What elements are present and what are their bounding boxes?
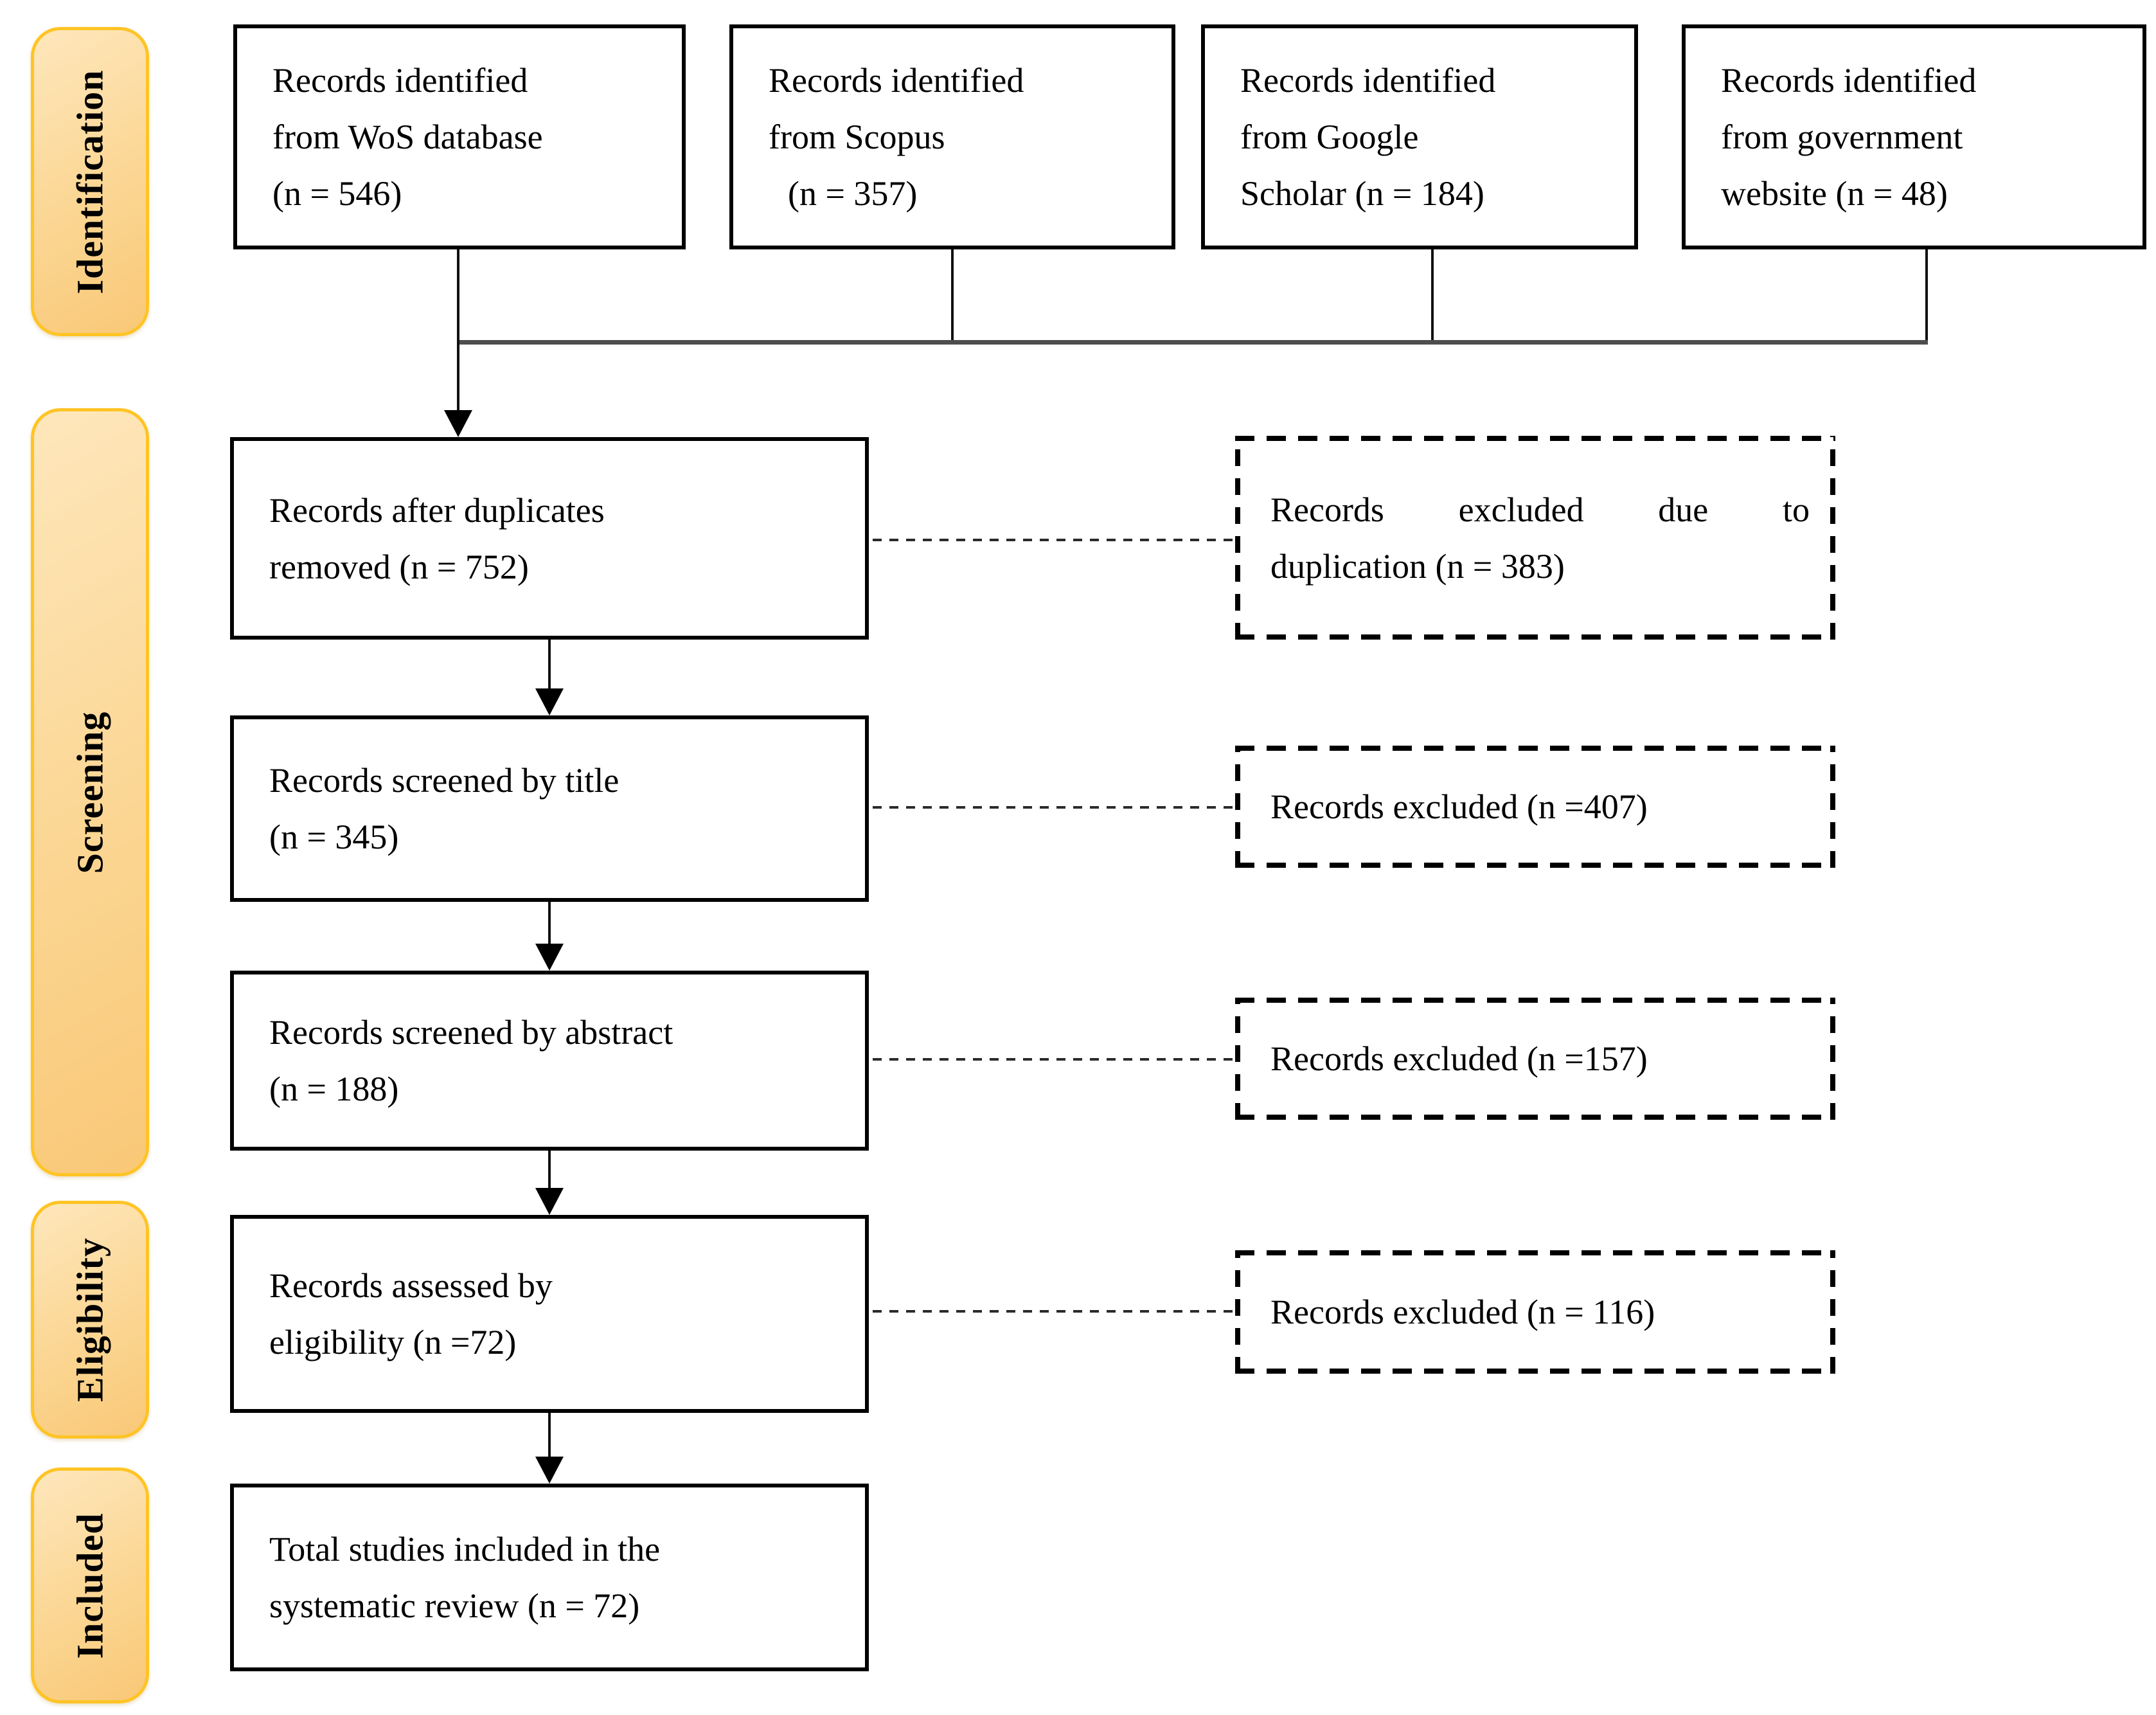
flow-box-screened-abstract-line2: (n = 188) <box>269 1070 399 1108</box>
excluded-box-eligibility-line1: Records excluded (n = 116) <box>1270 1293 1655 1331</box>
arrowhead-title-abstract <box>535 944 564 971</box>
arrow-line-duplicates-title <box>548 640 551 691</box>
flow-box-total-included-line1: Total studies included in the <box>269 1530 661 1568</box>
source-box-scopus-line3: (n = 357) <box>788 174 918 213</box>
arrowhead-duplicates-title <box>535 688 564 715</box>
flow-box-after-duplicates-line2: removed (n = 752) <box>269 547 529 586</box>
flow-box-screened-abstract: Records screened by abstract (n = 188) <box>230 971 869 1151</box>
flow-box-screened-title: Records screened by title (n = 345) <box>230 715 869 902</box>
arrow-line-identification-screening <box>457 340 459 412</box>
source-box-government-line3: website (n = 48) <box>1721 174 1948 213</box>
stage-label-identification-text: Identification <box>69 69 111 294</box>
arrow-line-eligibility-included <box>548 1413 551 1459</box>
arrow-line-abstract-eligibility <box>548 1151 551 1190</box>
stage-label-included-text: Included <box>69 1512 111 1659</box>
excluded-box-duplication-line2: duplication (n = 383) <box>1270 546 1565 586</box>
connector-stub-government <box>1925 249 1928 342</box>
arrow-line-title-abstract <box>548 902 551 947</box>
source-box-government-line1: Records identified <box>1721 61 1977 100</box>
connector-collector-line <box>457 340 1928 345</box>
connector-stub-scopus <box>951 249 954 342</box>
excluded-box-duplication: Records excluded due to duplication (n =… <box>1235 436 1835 640</box>
source-box-google-scholar-line3: Scholar (n = 184) <box>1240 174 1484 213</box>
flow-box-assessed-eligibility: Records assessed by eligibility (n =72) <box>230 1215 869 1413</box>
source-box-wos-line1: Records identified <box>272 61 528 100</box>
flow-box-after-duplicates-line1: Records after duplicates <box>269 490 605 530</box>
arrowhead-abstract-eligibility <box>535 1188 564 1215</box>
flow-box-after-duplicates: Records after duplicates removed (n = 75… <box>230 437 869 640</box>
source-box-wos-line3: (n = 546) <box>272 174 402 213</box>
excluded-box-abstract: Records excluded (n =157) <box>1235 998 1835 1120</box>
source-box-wos-line2: from WoS database <box>272 118 543 156</box>
dashed-connector-title <box>873 806 1235 809</box>
connector-stub-google-scholar <box>1431 249 1434 342</box>
arrowhead-eligibility-included <box>535 1457 564 1484</box>
arrowhead-identification-screening <box>444 410 472 437</box>
flow-box-screened-abstract-line1: Records screened by abstract <box>269 1013 673 1052</box>
dashed-connector-duplication <box>873 539 1235 541</box>
source-box-government-line2: from government <box>1721 118 1963 156</box>
source-box-government: Records identified from government websi… <box>1682 24 2146 249</box>
flow-box-total-included-line2: systematic review (n = 72) <box>269 1586 640 1625</box>
stage-label-identification: Identification <box>31 27 149 336</box>
stage-label-screening: Screening <box>31 408 149 1176</box>
flow-box-total-included: Total studies included in the systematic… <box>230 1484 869 1671</box>
source-box-google-scholar-line2: from Google <box>1240 118 1419 156</box>
source-box-scopus-line1: Records identified <box>769 61 1024 100</box>
dashed-connector-abstract <box>873 1058 1235 1061</box>
excluded-box-abstract-line1: Records excluded (n =157) <box>1270 1039 1648 1078</box>
stage-label-included: Included <box>31 1468 149 1703</box>
excluded-box-duplication-line1: Records excluded due to <box>1270 490 1810 529</box>
source-box-scopus-line2: from Scopus <box>769 118 945 156</box>
source-box-google-scholar: Records identified from Google Scholar (… <box>1201 24 1638 249</box>
flow-box-assessed-eligibility-line1: Records assessed by <box>269 1266 553 1305</box>
connector-stub-wos <box>457 249 459 342</box>
flow-box-screened-title-line2: (n = 345) <box>269 818 399 856</box>
stage-label-eligibility-text: Eligibility <box>69 1237 111 1402</box>
flow-box-assessed-eligibility-line2: eligibility (n =72) <box>269 1323 517 1361</box>
source-box-wos: Records identified from WoS database (n … <box>233 24 686 249</box>
stage-label-screening-text: Screening <box>69 711 111 874</box>
dashed-connector-eligibility <box>873 1310 1235 1313</box>
source-box-google-scholar-line1: Records identified <box>1240 61 1496 100</box>
flow-box-screened-title-line1: Records screened by title <box>269 761 619 800</box>
stage-label-eligibility: Eligibility <box>31 1201 149 1439</box>
source-box-scopus: Records identified from Scopus (n = 357) <box>729 24 1175 249</box>
excluded-box-title: Records excluded (n =407) <box>1235 746 1835 868</box>
excluded-box-eligibility: Records excluded (n = 116) <box>1235 1250 1835 1374</box>
excluded-box-title-line1: Records excluded (n =407) <box>1270 787 1648 826</box>
